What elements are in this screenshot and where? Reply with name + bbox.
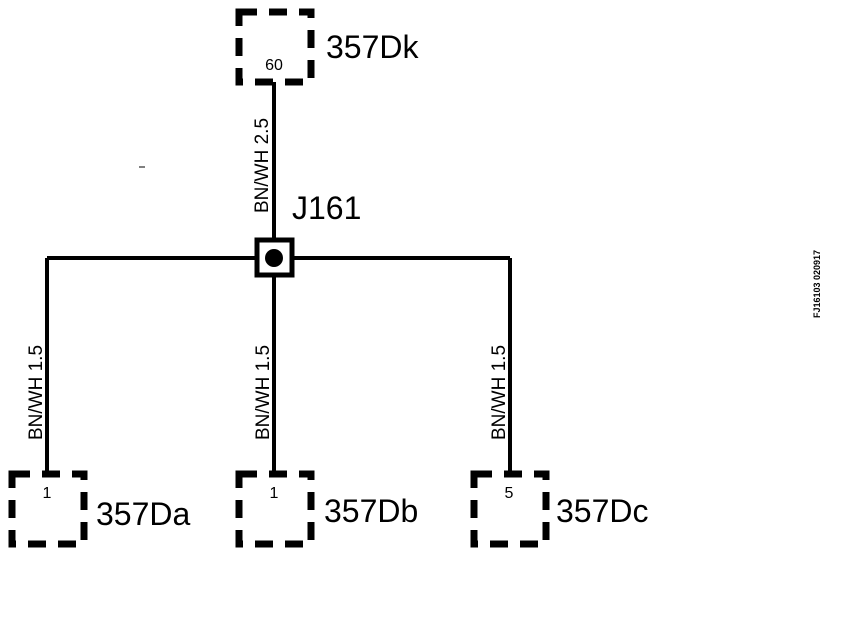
wire-label-right: BN/WH 1.5 — [489, 345, 510, 440]
pin-label-dk: 60 — [265, 57, 283, 74]
splice-j161 — [254, 237, 295, 278]
splice-label: J161 — [292, 190, 361, 226]
figure-reference: FJ16103 020917 — [812, 250, 822, 318]
wire-label-center: BN/WH 1.5 — [253, 345, 274, 440]
pin-label-db: 1 — [270, 485, 279, 502]
wire-label-top: BN/WH 2.5 — [252, 118, 273, 213]
connector-label-da: 357Da — [96, 496, 191, 532]
pin-label-dc: 5 — [505, 485, 514, 502]
connector-357db: 1 — [235, 470, 315, 548]
pin-label-da: 1 — [43, 485, 52, 502]
connector-357da: 1 — [8, 470, 88, 548]
connector-label-dk: 357Dk — [326, 29, 420, 65]
wire-label-left: BN/WH 1.5 — [26, 345, 47, 440]
connector-label-dc: 357Dc — [556, 493, 649, 529]
connector-357dc: 5 — [470, 470, 550, 548]
connector-357dk: 60 — [235, 8, 315, 86]
connector-label-db: 357Db — [324, 493, 418, 529]
